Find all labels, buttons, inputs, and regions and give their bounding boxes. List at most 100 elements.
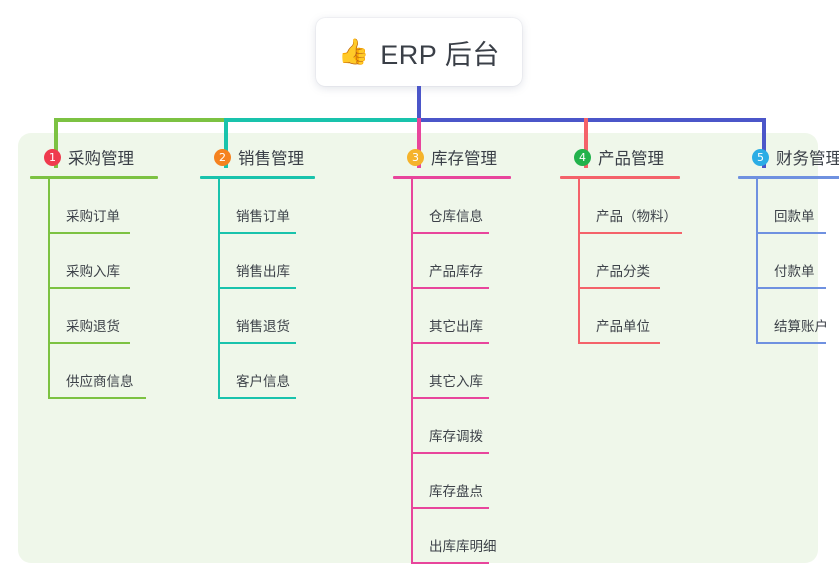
branch-item-underline — [411, 342, 489, 344]
branch-item-label: 付款单 — [774, 264, 815, 279]
branch-item-underline — [218, 287, 296, 289]
branch-title: 财务管理 — [776, 150, 839, 168]
branch-item-underline — [411, 397, 489, 399]
branch-item[interactable]: 供应商信息 — [30, 344, 158, 399]
diagram-background-panel — [18, 133, 818, 563]
branch-item-label: 回款单 — [774, 209, 815, 224]
branch-column-4: 4 产品管理产品（物料） 产品分类产品单位 — [560, 145, 682, 344]
branch-item[interactable]: 销售订单 — [200, 179, 315, 234]
branch-underline — [393, 176, 511, 179]
branch-item[interactable]: 采购订单 — [30, 179, 158, 234]
branch-spine — [756, 179, 758, 344]
branch-item-underline — [756, 232, 826, 234]
branch-title: 采购管理 — [68, 150, 134, 168]
branch-number-badge: 4 — [574, 148, 591, 166]
branch-title: 销售管理 — [238, 150, 304, 168]
branch-title: 产品管理 — [598, 150, 664, 168]
branch-item[interactable]: 库存盘点 — [393, 454, 511, 509]
branch-item[interactable]: 销售出库 — [200, 234, 315, 289]
branch-item-underline — [578, 342, 660, 344]
branch-header-2[interactable]: 2 销售管理 — [200, 145, 315, 169]
branch-item[interactable]: 库存调拨 — [393, 399, 511, 454]
branch-item-underline — [411, 287, 489, 289]
branch-item-label: 产品库存 — [429, 264, 483, 279]
branch-item-label: 采购退货 — [66, 319, 120, 334]
branch-items: 采购订单采购入库采购退货供应商信息 — [30, 179, 158, 399]
branch-items: 仓库信息产品库存其它出库其它入库库存调拨库存盘点出库库明细 — [393, 179, 511, 564]
branch-item-label: 其它出库 — [429, 319, 483, 334]
branch-column-2: 2 销售管理销售订单销售出库销售退货客户信息 — [200, 145, 315, 399]
branch-title: 库存管理 — [431, 150, 497, 168]
branch-item-underline — [411, 507, 489, 509]
branch-item-underline — [48, 397, 146, 399]
branch-item[interactable]: 其它入库 — [393, 344, 511, 399]
branch-item[interactable]: 客户信息 — [200, 344, 315, 399]
branch-item[interactable]: 回款单 — [738, 179, 839, 234]
branch-item-underline — [578, 232, 682, 234]
branch-item-label: 库存盘点 — [429, 484, 483, 499]
branch-item-label: 仓库信息 — [429, 209, 483, 224]
root-node-content: 👍 ERP 后台 — [338, 33, 500, 72]
branch-item-underline — [48, 232, 130, 234]
branch-item-label: 库存调拨 — [429, 429, 483, 444]
branch-header-3[interactable]: 3 库存管理 — [393, 145, 511, 169]
branch-item[interactable]: 出库库明细 — [393, 509, 511, 564]
branch-item-underline — [411, 232, 489, 234]
branch-item[interactable]: 付款单 — [738, 234, 839, 289]
branch-underline — [200, 176, 315, 179]
branch-item-label: 采购入库 — [66, 264, 120, 279]
thumbs-up-icon: 👍 — [338, 37, 370, 66]
branch-item-underline — [411, 562, 489, 564]
branch-items: 回款单付款单结算账户 — [738, 179, 839, 344]
branch-spine — [578, 179, 580, 344]
branch-item-underline — [411, 452, 489, 454]
branch-item-label: 销售出库 — [236, 264, 290, 279]
branch-item-underline — [48, 342, 130, 344]
branch-item[interactable]: 产品（物料） — [560, 179, 682, 234]
root-title: ERP 后台 — [380, 39, 500, 70]
branch-number-badge: 2 — [214, 148, 231, 166]
branch-item[interactable]: 采购入库 — [30, 234, 158, 289]
branch-items: 产品（物料） 产品分类产品单位 — [560, 179, 682, 344]
branch-item-label: 销售退货 — [236, 319, 290, 334]
root-node[interactable]: 👍 ERP 后台 — [316, 18, 522, 86]
branch-spine — [411, 179, 413, 564]
branch-item-label: 结算账户 — [774, 319, 828, 334]
branch-item-label: 出库库明细 — [429, 539, 497, 554]
branch-item[interactable]: 产品分类 — [560, 234, 680, 289]
branch-column-5: 5 财务管理回款单付款单结算账户 — [738, 145, 839, 344]
branch-item-underline — [218, 397, 296, 399]
branch-item[interactable]: 结算账户 — [738, 289, 839, 344]
branch-number-badge: 3 — [407, 148, 424, 166]
branch-item-underline — [218, 232, 296, 234]
branch-item[interactable]: 仓库信息 — [393, 179, 511, 234]
branch-item-label: 销售订单 — [236, 209, 290, 224]
branch-spine — [48, 179, 50, 399]
branch-item-label: 产品分类 — [596, 264, 650, 279]
branch-underline — [560, 176, 680, 179]
branch-column-3: 3 库存管理仓库信息产品库存其它出库其它入库库存调拨库存盘点出库库明细 — [393, 145, 511, 564]
branch-items: 销售订单销售出库销售退货客户信息 — [200, 179, 315, 399]
branch-item-label: 产品（物料） — [596, 209, 677, 224]
branch-underline — [738, 176, 839, 179]
branch-item[interactable]: 产品单位 — [560, 289, 680, 344]
branch-underline — [30, 176, 158, 179]
branch-item-underline — [218, 342, 296, 344]
branch-item[interactable]: 其它出库 — [393, 289, 511, 344]
branch-header-5[interactable]: 5 财务管理 — [738, 145, 839, 169]
branch-item-label: 其它入库 — [429, 374, 483, 389]
branch-item-underline — [48, 287, 130, 289]
branch-header-4[interactable]: 4 产品管理 — [560, 145, 680, 169]
branch-number-badge: 5 — [752, 148, 769, 166]
branch-item-label: 采购订单 — [66, 209, 120, 224]
branch-item-underline — [578, 287, 660, 289]
branch-item[interactable]: 产品库存 — [393, 234, 511, 289]
branch-item[interactable]: 采购退货 — [30, 289, 158, 344]
branch-item[interactable]: 销售退货 — [200, 289, 315, 344]
branch-item-label: 客户信息 — [236, 374, 290, 389]
branch-item-underline — [756, 342, 826, 344]
branch-item-underline — [756, 287, 826, 289]
